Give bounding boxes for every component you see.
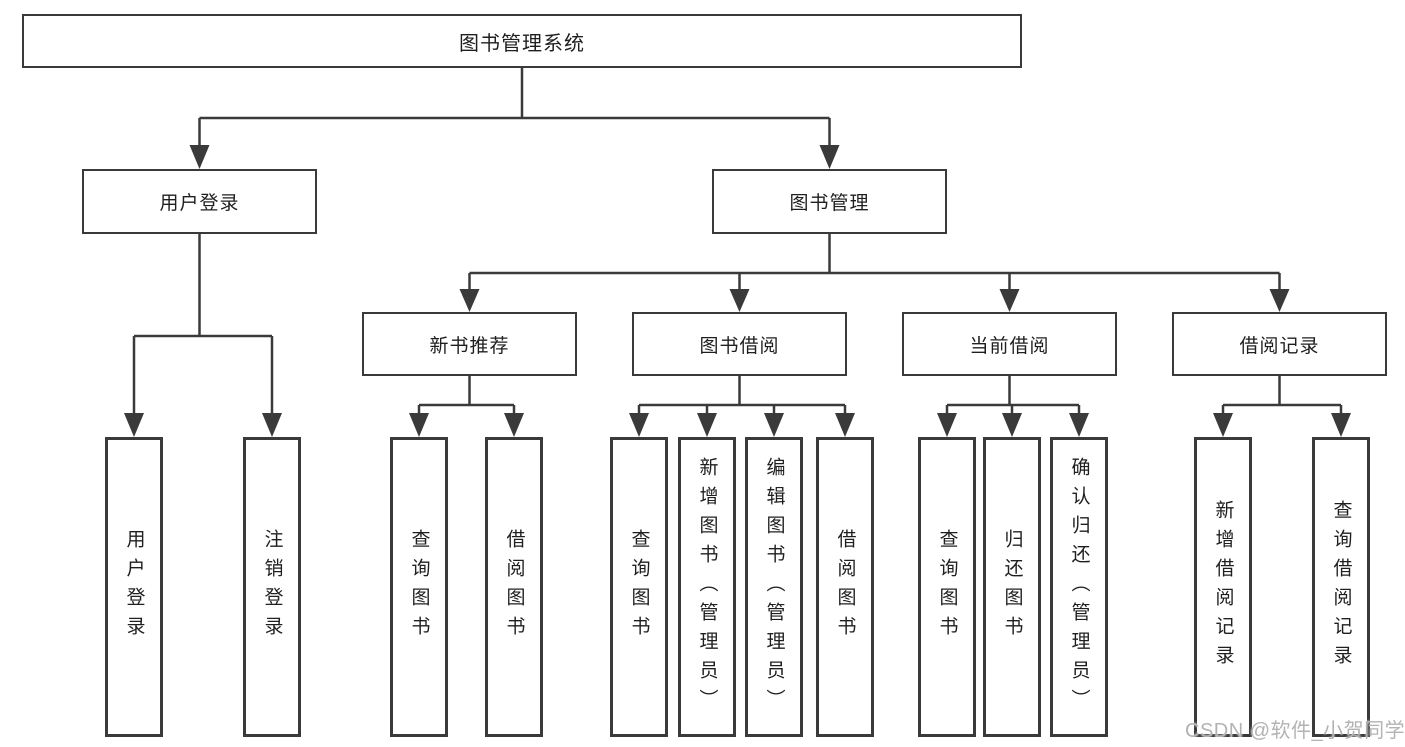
leaf-return-book: 归还图书	[983, 437, 1041, 737]
leaf-query-borrow-record-label: 查询借阅记录	[1330, 500, 1352, 674]
leaf-borrowing-borrow-book: 借阅图书	[816, 437, 874, 737]
node-user-login-label: 用户登录	[159, 193, 240, 214]
leaf-return-book-label: 归还图书	[1001, 529, 1023, 645]
leaf-confirm-return-admin: 确认归还（管理员）	[1050, 437, 1108, 737]
node-root-library-management-system: 图书管理系统	[22, 14, 1022, 68]
leaf-current-query-book: 查询图书	[918, 437, 976, 737]
leaf-recommend-query-book: 查询图书	[390, 437, 448, 737]
leaf-user-login-label: 用户登录	[123, 529, 145, 645]
leaf-recommend-borrow-book-label: 借阅图书	[503, 529, 525, 645]
leaf-edit-book-admin-label: 编辑图书（管理员）	[763, 456, 785, 718]
leaf-confirm-return-admin-label: 确认归还（管理员）	[1068, 456, 1090, 718]
leaf-user-login: 用户登录	[105, 437, 163, 737]
node-book-management: 图书管理	[712, 169, 947, 234]
csdn-watermark: CSDN @软件_小贺同学	[1185, 720, 1405, 742]
leaf-logout-label: 注销登录	[261, 529, 283, 645]
leaf-query-borrow-record: 查询借阅记录	[1312, 437, 1370, 737]
node-book-borrowing-label: 图书借阅	[699, 335, 780, 357]
node-new-book-recommendation: 新书推荐	[362, 312, 577, 376]
leaf-add-book-admin: 新增图书（管理员）	[678, 437, 736, 737]
node-current-borrowing: 当前借阅	[902, 312, 1117, 376]
leaf-logout: 注销登录	[243, 437, 301, 737]
node-user-login: 用户登录	[82, 169, 317, 234]
leaf-borrowing-query-book-label: 查询图书	[628, 529, 650, 645]
node-current-borrowing-label: 当前借阅	[969, 335, 1050, 357]
leaf-borrowing-query-book: 查询图书	[610, 437, 668, 737]
node-root-label: 图书管理系统	[459, 32, 585, 55]
node-borrowing-records-label: 借阅记录	[1239, 335, 1320, 357]
leaf-add-book-admin-label: 新增图书（管理员）	[696, 456, 718, 718]
node-borrowing-records: 借阅记录	[1172, 312, 1387, 376]
leaf-borrowing-borrow-book-label: 借阅图书	[834, 529, 856, 645]
leaf-add-borrow-record-label: 新增借阅记录	[1212, 500, 1234, 674]
leaf-edit-book-admin: 编辑图书（管理员）	[745, 437, 803, 737]
node-book-management-label: 图书管理	[789, 193, 870, 214]
node-new-book-recommendation-label: 新书推荐	[429, 335, 510, 357]
leaf-recommend-borrow-book: 借阅图书	[485, 437, 543, 737]
node-book-borrowing: 图书借阅	[632, 312, 847, 376]
leaf-current-query-book-label: 查询图书	[936, 529, 958, 645]
leaf-add-borrow-record: 新增借阅记录	[1194, 437, 1252, 737]
leaf-recommend-query-book-label: 查询图书	[408, 529, 430, 645]
